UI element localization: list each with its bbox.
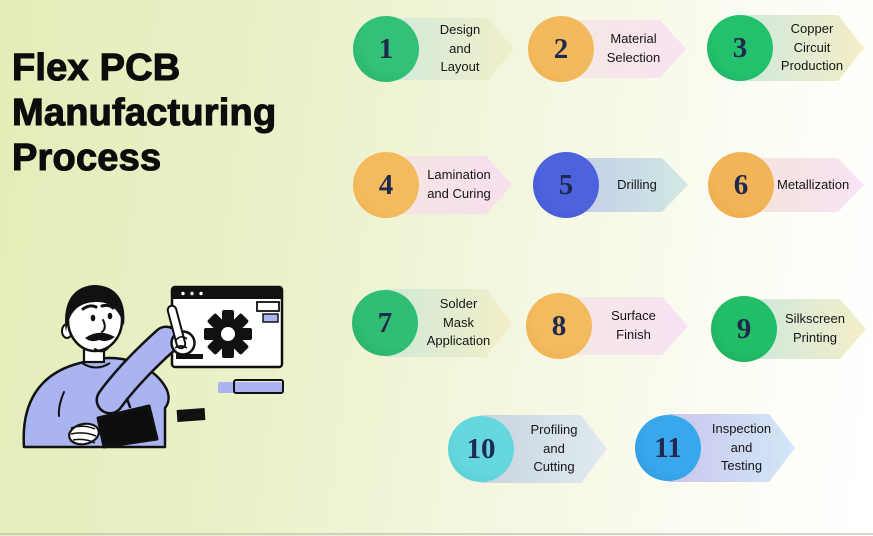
step-number-badge: 3 [707, 15, 773, 81]
step-number: 1 [378, 32, 394, 65]
process-step-5: Drilling 5 [533, 152, 733, 222]
step-label-line: and [449, 40, 471, 56]
process-step-6: Metallization 6 [708, 152, 873, 222]
window-text-dash [176, 354, 203, 359]
mustache [85, 332, 115, 342]
step-number: 3 [732, 31, 748, 64]
step-label-line: Selection [606, 50, 661, 65]
tablet-icon [96, 404, 159, 449]
step-label-line: Copper [790, 20, 834, 36]
holding-hand [68, 422, 100, 446]
step-label: Metallization [741, 176, 865, 195]
step-label-line: and [730, 439, 753, 455]
step-number-badge: 2 [528, 16, 594, 82]
step-label-line: Silkscreen [785, 311, 845, 327]
step-label-line: Production [780, 58, 844, 74]
step-label-line: Metallization [777, 176, 850, 192]
hair [65, 285, 125, 332]
step-number-badge: 7 [352, 290, 418, 356]
step-number: 9 [736, 312, 752, 345]
step-label: Lamination and Curing [386, 166, 512, 204]
step-number: 4 [378, 168, 394, 201]
page-title: Flex PCB Manufacturing Process [11, 46, 277, 181]
pointing-hand [166, 304, 196, 356]
man-pointing-illustration [22, 285, 284, 449]
progress-bar [218, 379, 284, 394]
page-title-line: Flex PCB [11, 46, 181, 89]
step-label-line: Profiling [530, 421, 578, 437]
gear-icon [204, 310, 252, 358]
step-number-badge: 10 [448, 416, 514, 482]
step-label: Drilling [566, 176, 688, 195]
browser-window-icon [170, 285, 284, 369]
step-label-line: Circuit [793, 39, 831, 55]
step-label-line: Printing [792, 330, 838, 345]
process-step-4: Lamination and Curing 4 [353, 152, 553, 222]
bottom-divider [0, 533, 873, 535]
step-number-badge: 1 [353, 16, 419, 82]
step-number-badge: 11 [635, 415, 701, 481]
step-number-badge: 4 [353, 152, 419, 218]
small-block [176, 408, 206, 422]
step-label-line: Drilling [617, 176, 657, 192]
step-number-badge: 5 [533, 152, 599, 218]
step-label-line: and Curing [427, 186, 491, 201]
list-icon [256, 301, 280, 323]
step-label-line: Lamination [427, 167, 491, 183]
step-number-badge: 9 [711, 296, 777, 362]
step-number-badge: 8 [526, 293, 592, 359]
step-number: 11 [654, 431, 682, 464]
step-label-line: Application [426, 333, 491, 349]
step-label-line: Surface [611, 308, 656, 324]
step-label-line: Testing [720, 458, 763, 474]
step-number: 5 [558, 168, 574, 201]
page-title-line: Process [11, 136, 162, 179]
step-number: 6 [733, 168, 749, 201]
step-label-line: Mask [442, 314, 475, 330]
step-number: 10 [466, 432, 496, 465]
step-label-line: Material [610, 31, 657, 47]
step-label-line: Finish [616, 327, 651, 342]
step-label-line: and [543, 440, 565, 456]
step-number: 2 [553, 32, 569, 65]
step-number: 7 [377, 306, 393, 339]
step-label-line: Solder [439, 295, 478, 311]
step-label-line: Cutting [533, 459, 575, 475]
step-label-line: Layout [440, 59, 480, 75]
step-label-line: Inspection [711, 420, 772, 436]
step-number: 8 [551, 309, 567, 342]
page-title-line: Manufacturing [11, 91, 277, 134]
step-number-badge: 6 [708, 152, 774, 218]
step-label-line: Design [439, 21, 481, 37]
person [22, 285, 196, 449]
